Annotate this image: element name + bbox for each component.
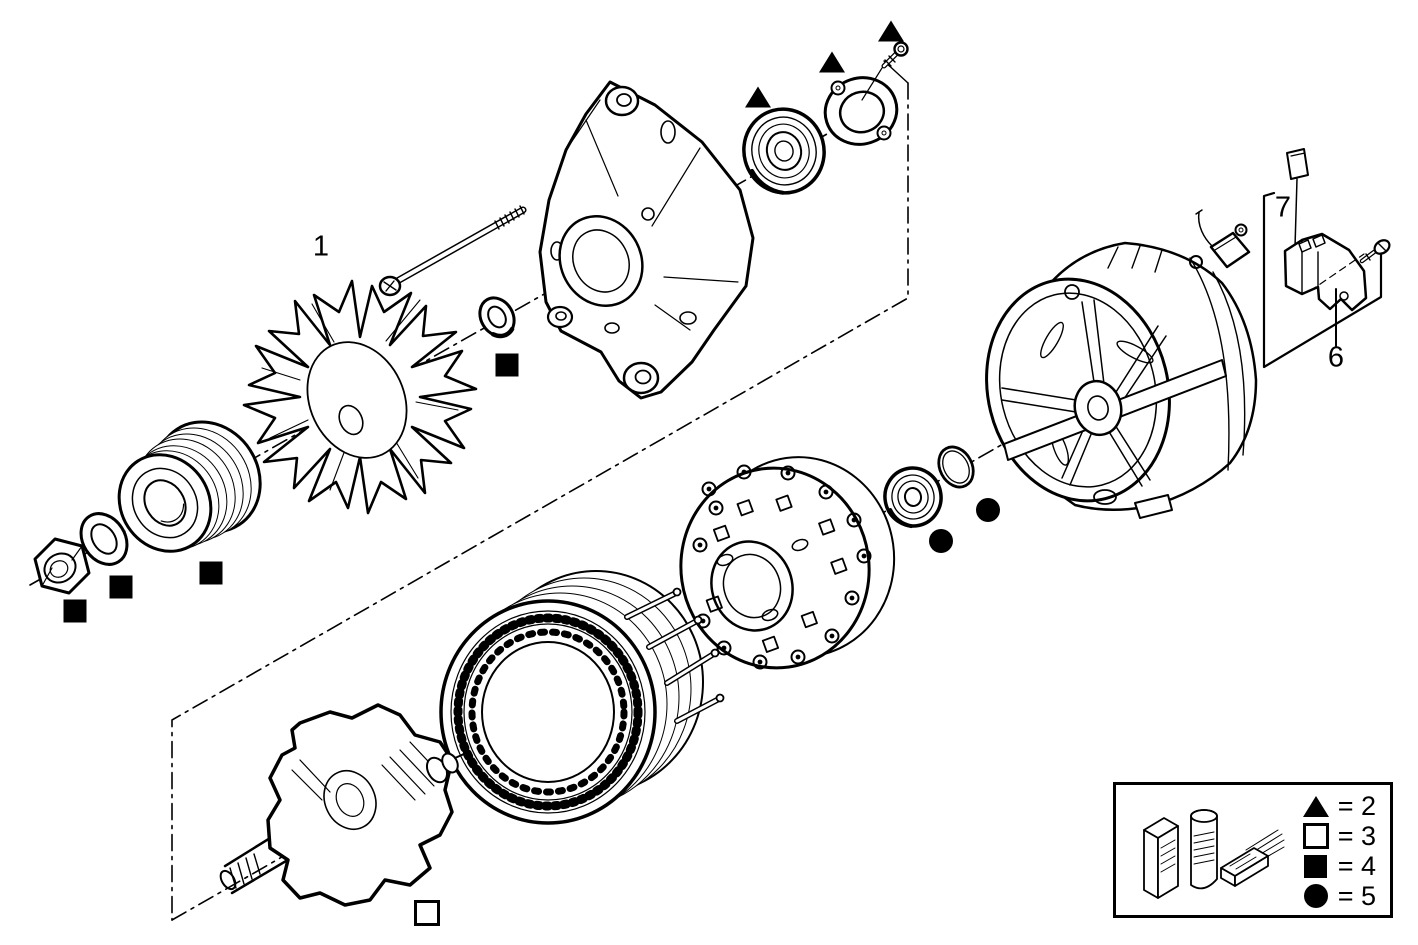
legend-row: = 3 xyxy=(1302,821,1376,851)
stator xyxy=(439,570,725,825)
legend-label: = 3 xyxy=(1337,820,1376,851)
legend-entries: = 2= 3= 4= 5 xyxy=(1302,791,1376,911)
legend-row: = 2 xyxy=(1302,791,1376,821)
rectifier-plate xyxy=(679,456,896,670)
rotor xyxy=(219,703,465,907)
o-ring xyxy=(937,445,975,489)
cooling-fan xyxy=(242,279,478,515)
retainer-screw xyxy=(861,41,909,101)
legend-box: = 2= 3= 4= 5 xyxy=(1113,782,1393,918)
rear-bearing xyxy=(883,466,943,529)
triangle-filled-legend-symbol xyxy=(1302,795,1330,817)
circle-filled-legend-symbol xyxy=(1302,884,1330,908)
legend-label: = 4 xyxy=(1337,850,1376,881)
legend-label: = 5 xyxy=(1337,880,1376,911)
circle-filled-icon xyxy=(1303,884,1328,908)
voltage-regulator xyxy=(1283,232,1368,347)
stator-terminal-pins xyxy=(624,587,725,724)
carbon-brush xyxy=(1286,148,1309,248)
rear-housing xyxy=(985,241,1258,519)
square-outline-icon xyxy=(1302,823,1329,849)
shaft-nut xyxy=(33,537,91,595)
front-bearing xyxy=(742,107,826,195)
through-bolt xyxy=(378,205,527,297)
regulator-screw xyxy=(1359,239,1391,264)
bearing-retainer-plate xyxy=(823,76,899,146)
regulator-bracket-frame xyxy=(1262,191,1383,369)
parts-packaging-illustration xyxy=(1143,809,1285,899)
legend-row: = 4 xyxy=(1302,851,1376,881)
front-housing xyxy=(538,80,755,400)
capacitor xyxy=(1195,209,1251,269)
spacer-ring xyxy=(478,296,516,339)
lock-washer xyxy=(79,512,129,566)
legend-label: = 2 xyxy=(1337,790,1376,821)
square-outline-legend-symbol xyxy=(1302,823,1330,849)
pulley xyxy=(117,420,262,553)
square-filled-icon xyxy=(1304,854,1328,878)
triangle-filled-icon xyxy=(1302,795,1329,817)
legend-row: = 5 xyxy=(1302,881,1376,911)
square-filled-legend-symbol xyxy=(1302,854,1330,878)
